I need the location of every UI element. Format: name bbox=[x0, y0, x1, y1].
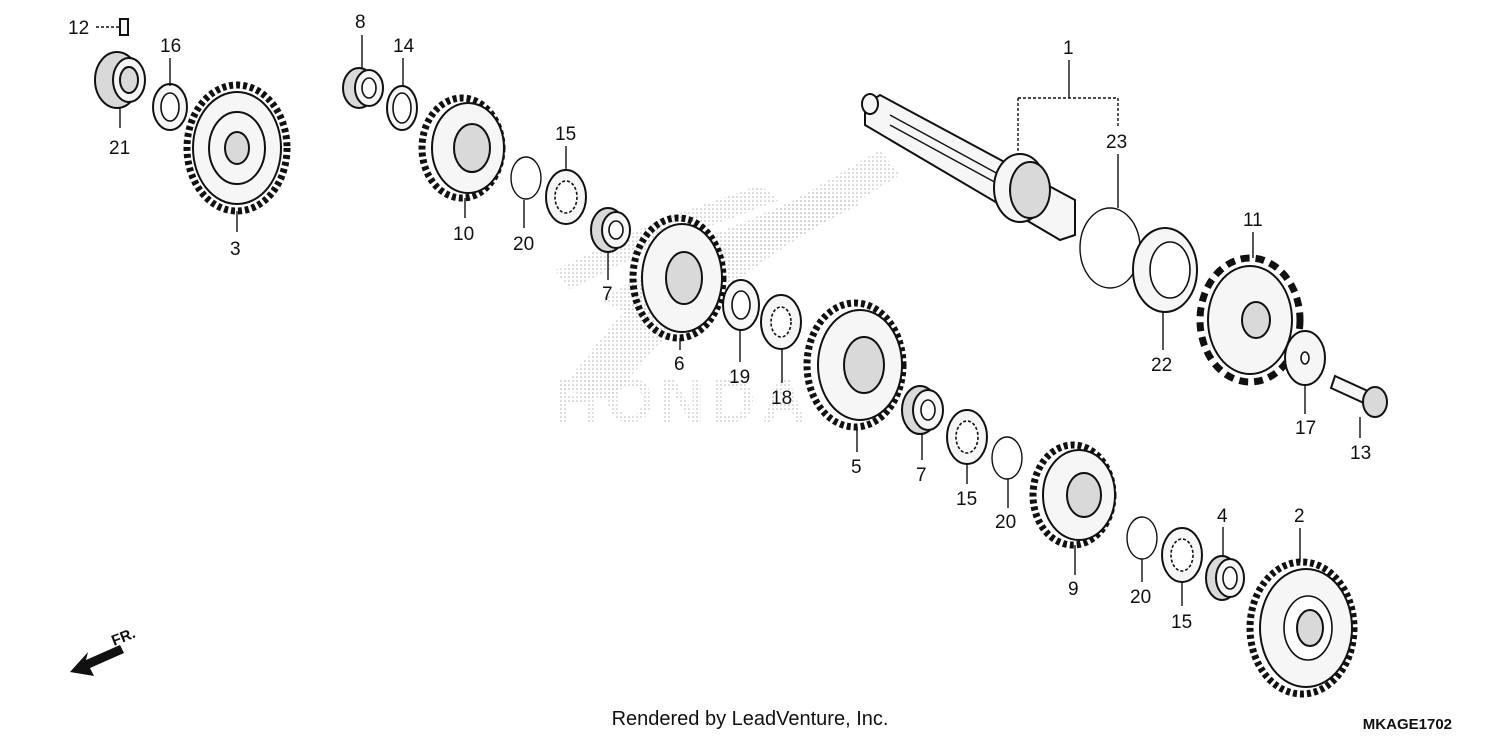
callout-7-b: 7 bbox=[916, 465, 927, 486]
callout-6: 6 bbox=[674, 354, 685, 375]
part-11-sprocket bbox=[1196, 254, 1304, 386]
callout-19: 19 bbox=[729, 367, 750, 388]
rendered-by-credit: Rendered by LeadVenture, Inc. bbox=[611, 708, 889, 730]
callout-15-b: 15 bbox=[956, 489, 977, 510]
part-15-washer-a bbox=[545, 169, 587, 225]
callout-23: 23 bbox=[1106, 132, 1127, 153]
leader-lines bbox=[119, 35, 1361, 606]
callout-16: 16 bbox=[160, 36, 181, 57]
callout-20-c: 20 bbox=[1130, 587, 1151, 608]
callout-4: 4 bbox=[1217, 506, 1228, 527]
callout-11: 11 bbox=[1243, 210, 1263, 231]
callout-18: 18 bbox=[771, 388, 792, 409]
callout-2: 2 bbox=[1294, 506, 1305, 527]
callout-10: 10 bbox=[453, 224, 474, 245]
part-7-bearing-b bbox=[901, 385, 944, 435]
part-4-bushing bbox=[1205, 555, 1245, 601]
callout-5: 5 bbox=[851, 457, 862, 478]
callout-21: 21 bbox=[109, 138, 130, 159]
callout-22: 22 bbox=[1151, 355, 1172, 376]
callout-20-a: 20 bbox=[513, 234, 534, 255]
callout-17: 17 bbox=[1295, 418, 1316, 439]
callout-15-c: 15 bbox=[1171, 612, 1192, 633]
callout-13: 13 bbox=[1350, 443, 1371, 464]
part-20-circlip-c bbox=[1126, 516, 1158, 560]
callout-15-a: 15 bbox=[555, 124, 576, 145]
part-2-gear bbox=[1246, 558, 1358, 698]
callouts: 12 16 21 3 8 14 10 20 15 7 6 19 18 1 23 … bbox=[68, 12, 1371, 633]
callout-3: 3 bbox=[230, 239, 241, 260]
part-20-circlip-a bbox=[510, 156, 542, 200]
part-19-washer bbox=[722, 279, 760, 331]
part-23-snapring bbox=[1079, 207, 1141, 289]
part-16-washer bbox=[152, 83, 188, 131]
callout-7-a: 7 bbox=[602, 284, 613, 305]
part-15-washer-c bbox=[1161, 527, 1203, 583]
part-12-pin bbox=[96, 18, 129, 36]
part-15-washer-b bbox=[946, 409, 988, 465]
callout-1: 1 bbox=[1063, 38, 1074, 59]
part-6-gear bbox=[629, 214, 727, 342]
part-22-seal bbox=[1132, 227, 1198, 313]
callout-8: 8 bbox=[355, 12, 366, 33]
callout-20-b: 20 bbox=[995, 512, 1016, 533]
callout-14: 14 bbox=[393, 36, 415, 57]
part-10-gear bbox=[418, 94, 506, 202]
part-7-bearing-a bbox=[590, 207, 631, 253]
part-21-bearing bbox=[94, 51, 146, 109]
part-14-washer bbox=[386, 85, 418, 131]
callout-9: 9 bbox=[1068, 579, 1079, 600]
part-5-gear bbox=[803, 299, 907, 431]
part-20-circlip-b bbox=[991, 436, 1023, 480]
part-13-bolt bbox=[1329, 374, 1388, 418]
part-3-gear bbox=[183, 81, 291, 215]
callout-12: 12 bbox=[68, 18, 89, 39]
part-17-washer bbox=[1284, 330, 1326, 386]
part-18-washer bbox=[760, 294, 802, 350]
part-9-gear bbox=[1029, 441, 1117, 549]
watermark-text: HONDA bbox=[555, 367, 812, 436]
part-8-bushing bbox=[342, 67, 384, 109]
front-label: FR. bbox=[109, 625, 138, 650]
front-direction-arrow: FR. bbox=[70, 625, 138, 676]
part-1-mainshaft bbox=[861, 93, 1076, 242]
diagram-code: MKAGE1702 bbox=[1362, 716, 1452, 733]
